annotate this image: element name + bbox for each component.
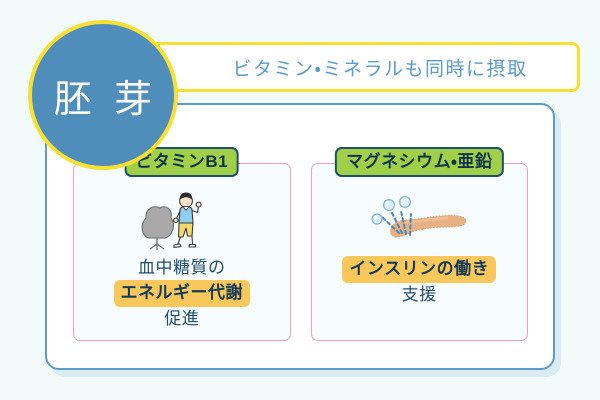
caption-highlight-text: エネルギー代謝 [113,280,250,308]
nutrient-card-magnesium-zinc: マグネシウム・亜鉛 [310,147,528,341]
card-caption: 血中糖質の エネルギー代謝 促進 [113,256,250,331]
header-banner-text: ビタミン・ミネラルも同時に摂取 [232,58,528,80]
nutrient-badge: ビタミンB1 [124,147,240,178]
caption-line-plain: 支援 [401,285,437,305]
caption-line-highlight: インスリンの働き [342,256,497,284]
nutrient-badge: マグネシウム・亜鉛 [335,147,504,178]
pancreas-insulin-icon [363,190,475,256]
nutrient-card-list: ビタミンB1 [73,147,528,341]
card-caption: インスリンの働き 支援 [342,256,497,307]
caption-highlight-text: インスリンの働き [342,256,497,284]
caption-line-plain: 血中糖質の [138,258,226,277]
nutrient-card-vitamin-b1: ビタミンB1 [73,147,291,341]
caption-line-plain: 促進 [164,309,200,329]
caption-line-highlight: エネルギー代謝 [113,280,250,308]
germ-circle-label: 胚 芽 [53,78,159,121]
walking-person-icon [139,190,225,256]
germ-circle-badge: 胚 芽 [28,20,178,170]
